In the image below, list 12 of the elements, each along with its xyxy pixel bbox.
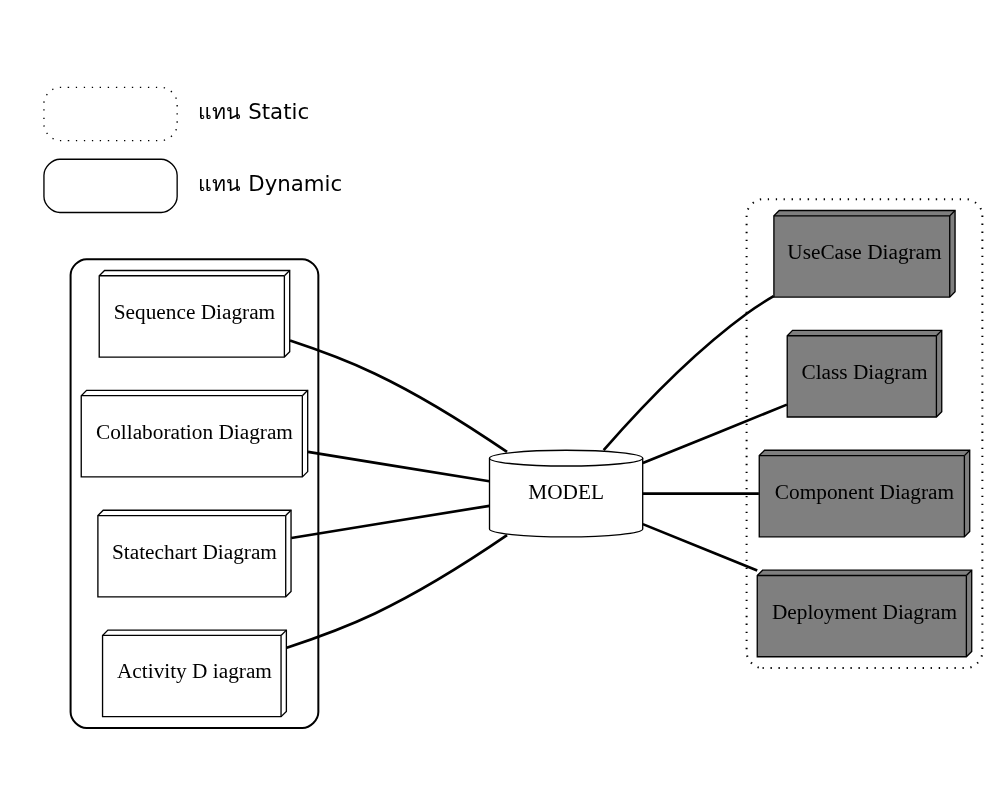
legend-label: แทน Dynamic (198, 170, 343, 196)
connector (289, 338, 508, 453)
cluster (69, 257, 320, 729)
legend-label: แทน Static (198, 98, 310, 124)
connector (642, 491, 759, 495)
connector (642, 402, 788, 464)
connector (307, 450, 490, 483)
connector (602, 294, 775, 451)
connector (291, 504, 490, 539)
connector (286, 533, 508, 649)
connector (642, 522, 758, 572)
cluster (745, 197, 984, 669)
